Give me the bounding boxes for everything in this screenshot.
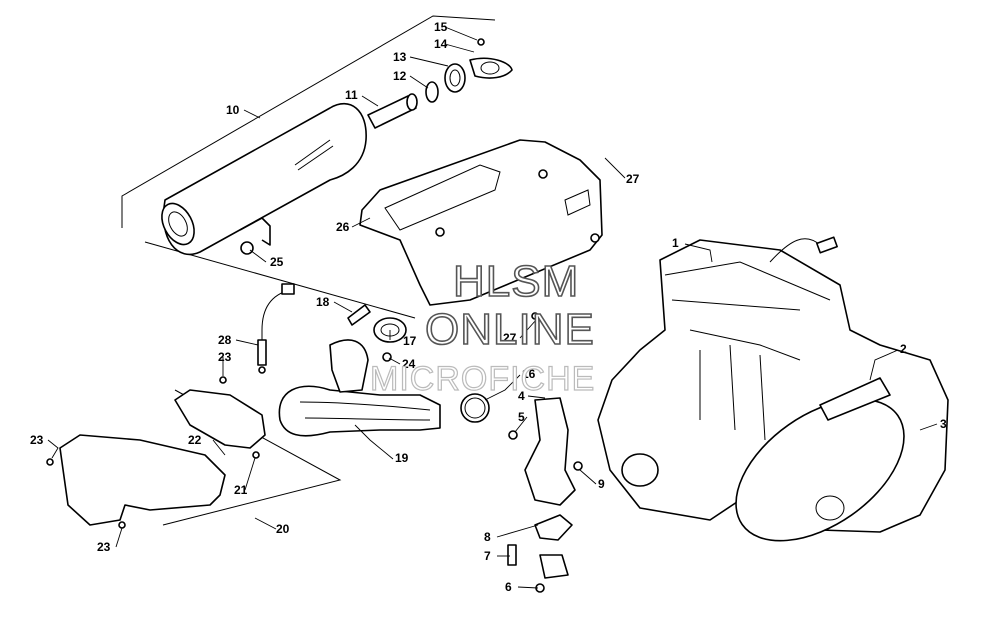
callout-17: 17 (403, 334, 417, 348)
callout-4: 4 (518, 389, 525, 403)
tail-pipe-parts (367, 38, 513, 129)
callout-7: 7 (484, 549, 491, 563)
exhaust-header (278, 304, 539, 437)
callout-21: 21 (234, 483, 248, 497)
callout-6: 6 (505, 580, 512, 594)
callout-20: 20 (276, 522, 290, 536)
callout-12: 12 (393, 69, 407, 83)
callout-25: 25 (270, 255, 284, 269)
callout-28: 28 (218, 333, 232, 347)
callout-11: 11 (345, 88, 358, 102)
callout-27-right: 27 (626, 172, 640, 186)
callout-26: 26 (336, 220, 350, 234)
callout-8: 8 (484, 530, 491, 544)
callout-23-left: 23 (30, 433, 44, 447)
callout-27-center: 27 (503, 331, 517, 345)
muffler (161, 102, 367, 256)
engine-assembly (597, 236, 949, 542)
callout-9: 9 (598, 477, 605, 491)
callout-23-bottom: 23 (97, 540, 111, 554)
callout-18: 18 (316, 295, 330, 309)
watermark: HLSM ONLINE MICROFICHE (369, 256, 595, 398)
callout-3: 3 (940, 417, 947, 431)
leader-lines (47, 26, 938, 589)
lower-heat-shields (46, 376, 342, 529)
watermark-line-1: HLSM (453, 257, 579, 306)
callout-13: 13 (393, 50, 407, 64)
callout-5: 5 (518, 410, 525, 424)
callout-10: 10 (226, 103, 240, 117)
callout-19: 19 (395, 451, 409, 465)
callout-22: 22 (188, 433, 202, 447)
callout-2: 2 (900, 342, 907, 356)
callouts: 1 2 3 4 5 6 7 8 9 10 11 12 13 14 15 16 1… (30, 20, 947, 594)
callout-24: 24 (402, 357, 416, 371)
watermark-line-3: MICROFICHE (370, 360, 595, 398)
callout-15: 15 (434, 20, 448, 34)
callout-1: 1 (672, 236, 679, 250)
heat-shield (359, 139, 603, 306)
callout-23-upper: 23 (218, 350, 232, 364)
callout-16: 16 (522, 367, 536, 381)
oxygen-sensor (257, 283, 295, 374)
watermark-line-2: ONLINE (425, 305, 595, 354)
engine-mount (507, 397, 583, 593)
callout-14: 14 (434, 37, 448, 51)
